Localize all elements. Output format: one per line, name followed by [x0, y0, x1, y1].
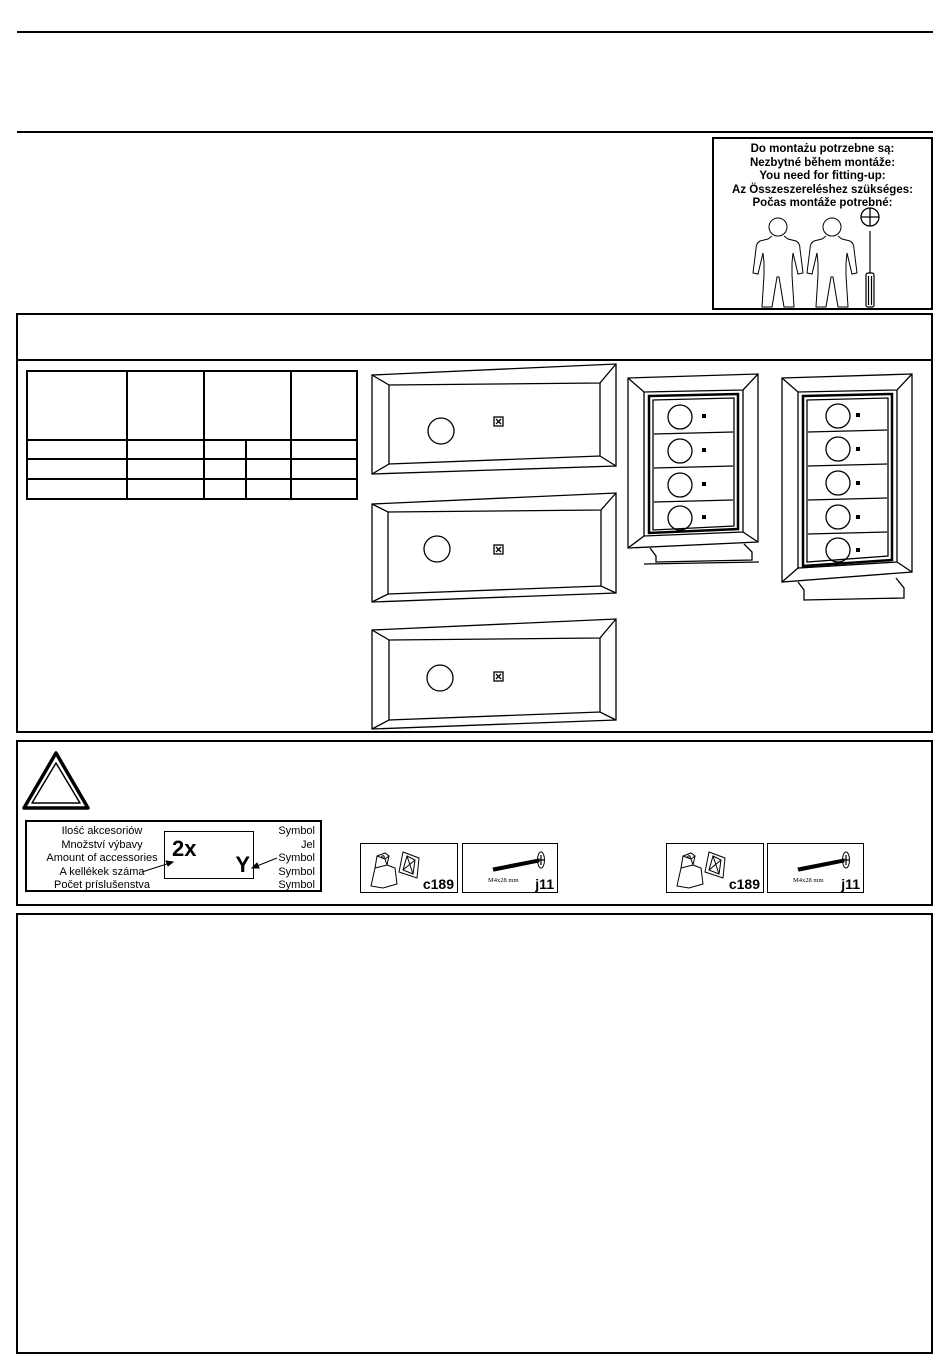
legend-label: Symbol — [278, 879, 315, 891]
legend-label: Symbol — [278, 865, 315, 878]
table-cell — [290, 439, 358, 460]
table-cell — [126, 478, 205, 500]
accessory-code: c189 — [422, 876, 454, 892]
accessory-code: j11 — [535, 876, 554, 892]
table-cell — [26, 370, 128, 441]
drawer-front-panel — [371, 618, 617, 730]
table-cell — [290, 370, 358, 441]
table-cell — [245, 439, 292, 460]
table-cell — [126, 370, 205, 441]
accessories-section — [16, 740, 933, 906]
drawer-front-panel — [371, 492, 617, 603]
accessory-code: j11 — [841, 876, 860, 892]
accessory-legend: Ilość akcesoriów Množství výbavy Amount … — [25, 820, 322, 892]
table-cell — [245, 478, 292, 500]
legend-example-box: 2x Y — [164, 831, 254, 879]
screw-icon — [492, 851, 545, 872]
table-cell — [126, 458, 205, 480]
tools-line: Nezbytné během montáže: — [749, 156, 896, 169]
phillips-screwdriver-icon — [860, 207, 880, 308]
bracket-fitting-icon — [370, 851, 420, 889]
legend-label: Symbol — [278, 852, 315, 864]
tools-needed-box: Do montażu potrzebne są: Nezbytné během … — [712, 137, 933, 310]
table-cell — [245, 458, 292, 480]
person-icon — [752, 217, 804, 308]
legend-label: Symbol — [278, 825, 315, 837]
drawer-front-panel — [371, 363, 617, 475]
table-cell — [202, 478, 248, 500]
accessory-code: c189 — [728, 876, 760, 892]
chest-four-drawers — [627, 373, 760, 565]
tools-line: Do montażu potrzebne są: — [750, 143, 895, 155]
accessory-item: c189 — [666, 843, 764, 893]
header-top-rule — [17, 31, 933, 33]
tools-line: Az Összeszereléshez szükséges: — [732, 183, 913, 196]
table-cell — [26, 439, 128, 460]
legend-left-labels: Ilość akcesoriów Množství výbavy Amount … — [28, 825, 176, 893]
tools-line: Počas montáže potrebné: — [752, 197, 893, 209]
legend-example-symbol: Y — [235, 852, 250, 877]
legend-label: Množství výbavy — [61, 838, 143, 851]
parts-section-divider — [16, 359, 933, 361]
tools-needed-text: Do montażu potrzebne są: Nezbytné během … — [714, 143, 931, 211]
table-cell — [26, 478, 128, 500]
table-cell — [126, 439, 205, 460]
table-cell — [290, 478, 358, 500]
table-cell — [202, 439, 248, 460]
screw-size-label: M4x28 mm — [488, 877, 519, 884]
legend-label: Ilość akcesoriów — [61, 825, 143, 837]
bracket-fitting-icon — [676, 851, 726, 889]
accessory-item: M4x28 mm j11 — [462, 843, 558, 893]
accessory-item: M4x28 mm j11 — [767, 843, 864, 893]
chest-five-drawers — [781, 373, 913, 601]
parts-section — [16, 313, 933, 733]
legend-label: Jel — [300, 838, 315, 851]
legend-label: A kellékek száma — [59, 865, 145, 878]
accessory-item: c189 — [360, 843, 458, 893]
header-bottom-rule — [17, 131, 933, 133]
warning-icon — [22, 751, 90, 810]
person-icon — [806, 217, 858, 308]
legend-right-labels: Symbol Jel Symbol Symbol Symbol — [278, 825, 315, 893]
screw-icon — [797, 851, 850, 872]
legend-example-count: 2x — [172, 836, 197, 861]
table-cell — [202, 458, 248, 480]
parts-table — [26, 370, 358, 500]
table-cell — [290, 458, 358, 480]
table-cell — [26, 458, 128, 480]
legend-arrows — [141, 857, 278, 873]
legend-label: Počet príslušenstva — [54, 879, 150, 891]
table-cell — [203, 370, 292, 441]
screw-size-label: M4x28 mm — [793, 877, 824, 884]
tools-line: You need for fitting-up: — [759, 170, 886, 182]
instructions-area — [16, 913, 933, 1354]
legend-label: Amount of accessories — [46, 852, 158, 864]
